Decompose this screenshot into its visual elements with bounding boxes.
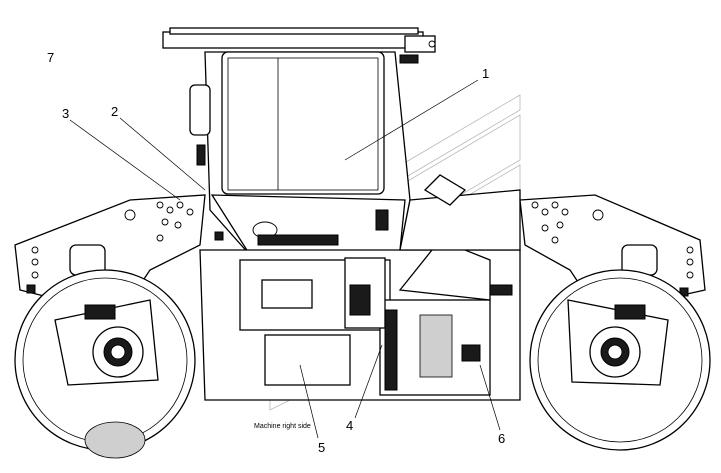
callout-6: 6 (498, 431, 505, 446)
cab (189, 51, 411, 256)
callout-3: 3 (62, 106, 69, 121)
machine-side-caption: Machine right side (254, 423, 311, 430)
left-drum (14, 269, 196, 459)
callout-2: 2 (111, 104, 118, 119)
right-drum (529, 269, 711, 451)
callout-labels: 1 2 3 4 5 6 7 (47, 50, 505, 455)
main-frame (199, 174, 521, 401)
cab-roof (162, 27, 436, 64)
callout-1: 1 (482, 66, 489, 81)
callout-4: 4 (346, 418, 353, 433)
callout-7: 7 (47, 50, 54, 65)
callout-5: 5 (318, 440, 325, 455)
leader-lines (69, 79, 501, 439)
